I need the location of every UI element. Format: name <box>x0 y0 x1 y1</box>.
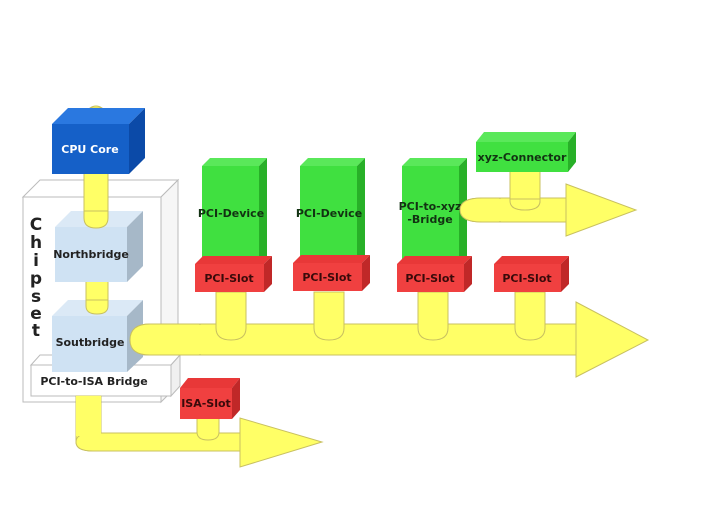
pci-device-1-label: PCI-Device <box>198 207 264 220</box>
chipset-letter: e <box>30 304 42 324</box>
pci-device-1[interactable]: PCI-Device <box>198 158 267 264</box>
pci-bus-fill <box>160 325 205 354</box>
pci-slot-1-label: PCI-Slot <box>204 272 253 285</box>
pci-device-2-label: PCI-Device <box>296 207 362 220</box>
chipset-letter: i <box>33 251 39 271</box>
pci-xyz-bridge[interactable]: PCI-to-xyz -Bridge <box>399 158 467 264</box>
xyz-bus-fill <box>490 199 512 221</box>
pci-stub <box>417 291 449 341</box>
pci-stub <box>215 291 247 341</box>
pci-slot-connectors <box>215 291 546 341</box>
northbridge-block[interactable]: Northbridge <box>53 210 143 282</box>
pci-xyz-bridge-label-2: -Bridge <box>407 213 452 226</box>
pci-slot-4-label: PCI-Slot <box>502 272 551 285</box>
pci-slot-4[interactable]: PCI-Slot <box>494 256 569 292</box>
xyz-connector-label: xyz-Connector <box>478 151 567 164</box>
pci-bus <box>129 301 650 378</box>
pci-xyz-bridge-label-1: PCI-to-xyz <box>399 200 462 213</box>
pci-slot-2-label: PCI-Slot <box>302 271 351 284</box>
isa-slot-label: ISA-Slot <box>181 397 231 410</box>
xyz-connector[interactable]: xyz-Connector <box>476 132 576 172</box>
chipset-letter: h <box>30 233 42 253</box>
southbridge-label: Soutbridge <box>56 336 125 349</box>
pci-slot-3[interactable]: PCI-Slot <box>397 256 472 292</box>
pci-stub <box>514 291 546 341</box>
pci-slot-1[interactable]: PCI-Slot <box>195 256 272 292</box>
chipset-letter: C <box>30 215 42 235</box>
northbridge-label: Northbridge <box>53 248 129 261</box>
pci-device-2[interactable]: PCI-Device <box>296 158 365 264</box>
xyz-stub <box>509 198 541 211</box>
pci-isa-bridge-label: PCI-to-ISA Bridge <box>40 375 147 388</box>
cpu-core-label: CPU Core <box>61 143 118 156</box>
pci-stub <box>313 291 345 341</box>
southbridge-block[interactable]: Soutbridge <box>52 299 143 372</box>
cpu-core-block[interactable]: CPU Core <box>52 108 145 174</box>
chipset-label: C h i p s e t <box>30 215 42 341</box>
pci-slot-2[interactable]: PCI-Slot <box>293 255 370 291</box>
chipset-letter: t <box>32 321 40 341</box>
pci-slot-3-label: PCI-Slot <box>405 272 454 285</box>
chipset-letter: s <box>31 287 41 307</box>
isa-slot[interactable]: ISA-Slot <box>180 378 240 419</box>
chipset-letter: p <box>30 269 42 289</box>
